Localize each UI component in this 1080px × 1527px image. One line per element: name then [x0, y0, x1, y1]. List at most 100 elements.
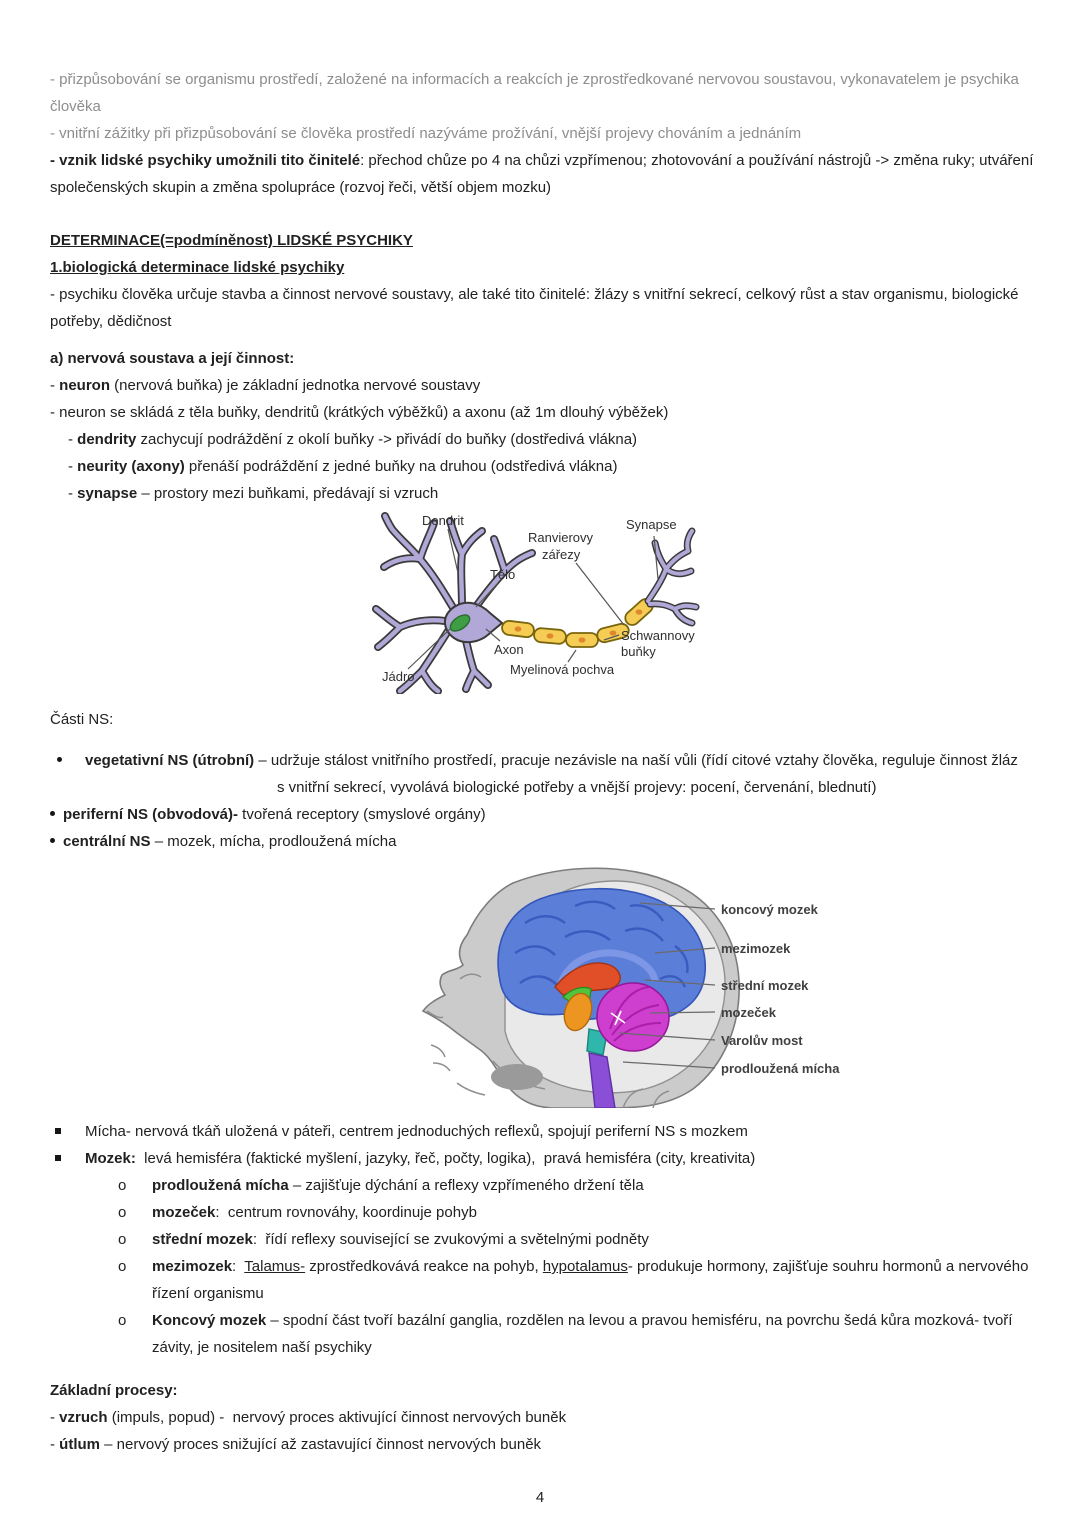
neuron-pointer-lines [407, 528, 659, 670]
nervova-heading: a) nervová soustava a její činnost: [50, 345, 1040, 372]
page-number: 4 [0, 1484, 1080, 1511]
neuron-label-ranvierovy-1: Ranvierovy [528, 530, 594, 545]
dash: - [68, 431, 78, 448]
neuron-diagram: Dendrit Tělo Ranvierovy zářezy Synapse A… [372, 512, 700, 695]
dash: - [68, 458, 78, 475]
mezimozek-text-2: - produkuje hormony, zajišťuje souhru ho… [627, 1258, 1029, 1275]
determinace-text-1: - psychiku člověka určuje stavba a činno… [50, 286, 1019, 303]
intro-line-5: společenských skupin a změna spolupráce … [50, 174, 1040, 201]
brain-label-koncovy-mozek: koncový mozek [721, 902, 819, 917]
term-synapse: synapse [77, 485, 138, 502]
mezimozek-text-1: zprostředkovává reakce na pohyb, [305, 1258, 543, 1275]
heading-nervova-soustava: a) nervová soustava a její činnost: [50, 350, 295, 367]
neuron-label-telo: Tělo [490, 567, 515, 582]
neuron-label-jadro: Jádro [382, 669, 415, 684]
brain-label-prodlouzena-micha: prodloužená mícha [721, 1061, 840, 1076]
koncovy-mozek-def: – spodní část tvoří bazální ganglia, roz… [266, 1312, 1013, 1329]
mozek-section: Mícha- nervová tkáň uložená v páteři, ce… [50, 1118, 1040, 1361]
circle-bullet-icon: o [118, 1231, 127, 1248]
casti-title: Části NS: [50, 706, 1040, 733]
sklada-line: - neuron se skládá z těla buňky, dendrit… [50, 399, 1040, 426]
neuron-label-synapse: Synapse [626, 517, 677, 532]
colon: : [232, 1258, 245, 1275]
vegetativni-def: – udržuje stálost vnitřního prostředí, p… [254, 752, 1018, 769]
neuron-soma [444, 601, 504, 644]
term-neurity: neurity (axony) [77, 458, 185, 475]
dash: - [50, 1436, 60, 1453]
utlum-line: - útlum – nervový proces snižující až za… [50, 1431, 1040, 1458]
mozecek-def: : centrum rovnováhy, koordinuje pohyb [215, 1204, 477, 1221]
intro-text-3: - vnitřní zážitky při přizpůsobování se … [50, 125, 802, 142]
casti-ns-section: Části NS: vegetativní NS (útrobní) – udr… [50, 706, 1040, 855]
brain-figure: koncový mozek mezimozek střední mozek mo… [405, 861, 845, 1109]
neuron-line: - neuron (nervová buňka) je základní jed… [50, 372, 1040, 399]
brain-pointer-lines [618, 902, 716, 1069]
intro-line-2: člověka [50, 93, 1040, 120]
casti-item-periferni: periferní NS (obvodová)- tvořená recepto… [50, 801, 1040, 828]
dash: - [50, 1409, 60, 1426]
brain-label-mozecek: mozeček [721, 1005, 777, 1020]
casti-item-centralni: centrální NS – mozek, mícha, prodloužená… [50, 828, 1040, 855]
neuron-label-axon: Axon [494, 642, 524, 657]
term-periferni-ns: periferní NS (obvodová)- [63, 806, 239, 823]
prodlouzena-micha-def: – zajišťuje dýchání a reflexy vzpřímenéh… [288, 1177, 644, 1194]
term-utlum: útlum [59, 1436, 100, 1453]
determinace-subheading: 1.biologická determinace lidské psychiky [50, 254, 1040, 281]
zakladni-procesy-section: Základní procesy: - vzruch (impuls, popu… [50, 1377, 1040, 1458]
neuron-nucleus [449, 614, 471, 632]
nervova-soustava-section: a) nervová soustava a její činnost: - ne… [50, 345, 1040, 507]
sub-item-mozecek: o mozeček: centrum rovnováhy, koordinuje … [118, 1199, 1040, 1226]
micha-text: Mícha- nervová tkáň uložená v páteři, ce… [85, 1123, 748, 1140]
dendrity-def: zachycují podráždění z okolí buňky -> př… [136, 431, 638, 448]
dot-bullet-icon [50, 838, 55, 844]
circle-bullet-icon: o [118, 1204, 127, 1221]
term-koncovy-mozek: Koncový mozek [152, 1312, 267, 1329]
intro-text-1: - přizpůsobování se organismu prostředí,… [50, 71, 1019, 88]
mozek-item: Mozek: levá hemisféra (faktické myšlení,… [50, 1145, 1040, 1172]
cerebrum-gyri [514, 900, 689, 988]
micha-item: Mícha- nervová tkáň uložená v páteři, ce… [50, 1118, 1040, 1145]
stredni-mozek-def: : řídí reflexy související se zvukovými … [252, 1231, 649, 1248]
neuron-myelin-nuclei [514, 609, 643, 643]
neuron-label-dendrit: Dendrit [422, 513, 464, 528]
mouth-cavity [491, 1064, 543, 1090]
neurity-def: přenáší podráždění z jedné buňky na druh… [184, 458, 618, 475]
term-mezimozek: mezimozek [152, 1258, 233, 1275]
brain-label-mezimozek: mezimozek [721, 941, 791, 956]
cerebellum-star [610, 1010, 626, 1026]
neuron-terminals [646, 529, 698, 625]
term-neuron: neuron [59, 377, 111, 394]
mezimozek-text-3: řízení organismu [152, 1285, 264, 1302]
brain-labels: koncový mozek mezimozek střední mozek mo… [721, 902, 840, 1076]
synapse-def: – prostory mezi buňkami, předávají si vz… [137, 485, 439, 502]
brain-label-stredni-mozek: střední mozek [721, 978, 809, 993]
dot-bullet-icon [57, 757, 62, 763]
dot-bullet-icon [50, 811, 55, 817]
synapse-line: - synapse – prostory mezi buňkami, předá… [68, 480, 1040, 507]
heading-determinace: DETERMINACE(=podmíněnost) LIDSKÉ PSYCHIK… [50, 232, 413, 249]
neuron-figure: Dendrit Tělo Ranvierovy zářezy Synapse A… [370, 509, 715, 695]
term-hypotalamus: hypotalamus [542, 1258, 628, 1275]
determinace-body-2: potřeby, dědičnost [50, 308, 1040, 335]
intro-section: - přizpůsobování se organismu prostředí,… [50, 66, 1040, 201]
utlum-def: – nervový proces snižující až zastavujíc… [100, 1436, 542, 1453]
mozek-text: levá hemisféra (faktické myšlení, jazyky… [135, 1150, 756, 1167]
square-bullet-icon [55, 1127, 61, 1134]
term-vzruch: vzruch [59, 1409, 108, 1426]
neurity-line: - neurity (axony) přenáší podráždění z j… [68, 453, 1040, 480]
neuron-dendrites-outline [372, 512, 536, 695]
sub-item-koncovy-mozek-cont: závity, je nositelem naší psychiky [152, 1334, 1040, 1361]
vzruch-def: (impuls, popud) - nervový proces aktivuj… [107, 1409, 567, 1426]
sub-item-koncovy-mozek: o Koncový mozek – spodní část tvoří bazál… [118, 1307, 1040, 1334]
casti-item-vegetativni: vegetativní NS (útrobní) – udržuje stálo… [50, 747, 1040, 774]
term-dendrity: dendrity [77, 431, 137, 448]
corpus-callosum [556, 949, 659, 988]
circle-bullet-icon: o [118, 1258, 127, 1275]
brain-diagram: koncový mozek mezimozek střední mozek mo… [421, 867, 840, 1109]
sub-item-mezimozek-cont: řízení organismu [152, 1280, 1040, 1307]
term-mozecek: mozeček [152, 1204, 216, 1221]
determinace-heading: DETERMINACE(=podmíněnost) LIDSKÉ PSYCHIK… [50, 227, 1040, 254]
circle-bullet-icon: o [118, 1312, 127, 1329]
